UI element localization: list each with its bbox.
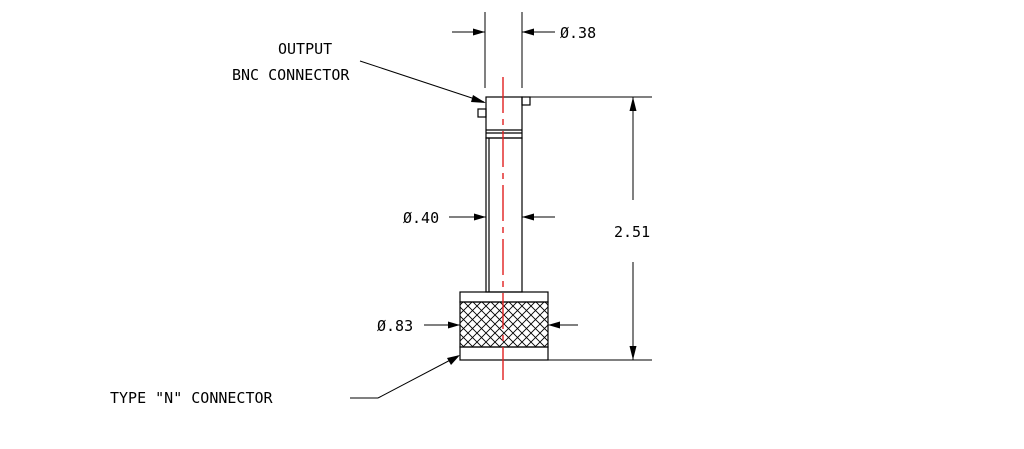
height-arrow-top [629, 97, 637, 111]
n-connector-base [459, 346, 549, 361]
knurl-dim-arrow-left [448, 321, 460, 329]
output-leader-line [359, 60, 485, 103]
overall-height-label: 2.51 [614, 223, 650, 241]
nut-top-flange [459, 291, 549, 303]
output-label-line2: BNC CONNECTOR [232, 66, 350, 84]
output-leader-arrow [471, 95, 486, 103]
height-arrow-bottom [629, 346, 637, 360]
bnc-dim-arrow-left [473, 28, 485, 36]
type-n-leader-arrow [447, 355, 460, 365]
body-dim-arrow-right [522, 213, 534, 221]
knurl-dim-arrow-right [548, 321, 560, 329]
bnc-dim-arrow-right [522, 28, 534, 36]
body-diameter-label: Ø.40 [403, 209, 439, 227]
connector-body [485, 137, 523, 293]
bnc-diameter-label: Ø.38 [560, 24, 596, 42]
type-n-leader-diagonal [377, 355, 459, 399]
bnc-bayonet-pin-right [521, 96, 531, 106]
output-label-line1: OUTPUT [278, 40, 332, 58]
bnc-connector [485, 96, 523, 139]
body-dim-arrow-left [474, 213, 486, 221]
bnc-bayonet-pin-left [477, 108, 487, 118]
knurled-nut [459, 301, 549, 348]
knurl-diameter-label: Ø.83 [377, 317, 413, 335]
type-n-label: TYPE "N" CONNECTOR [110, 389, 274, 407]
